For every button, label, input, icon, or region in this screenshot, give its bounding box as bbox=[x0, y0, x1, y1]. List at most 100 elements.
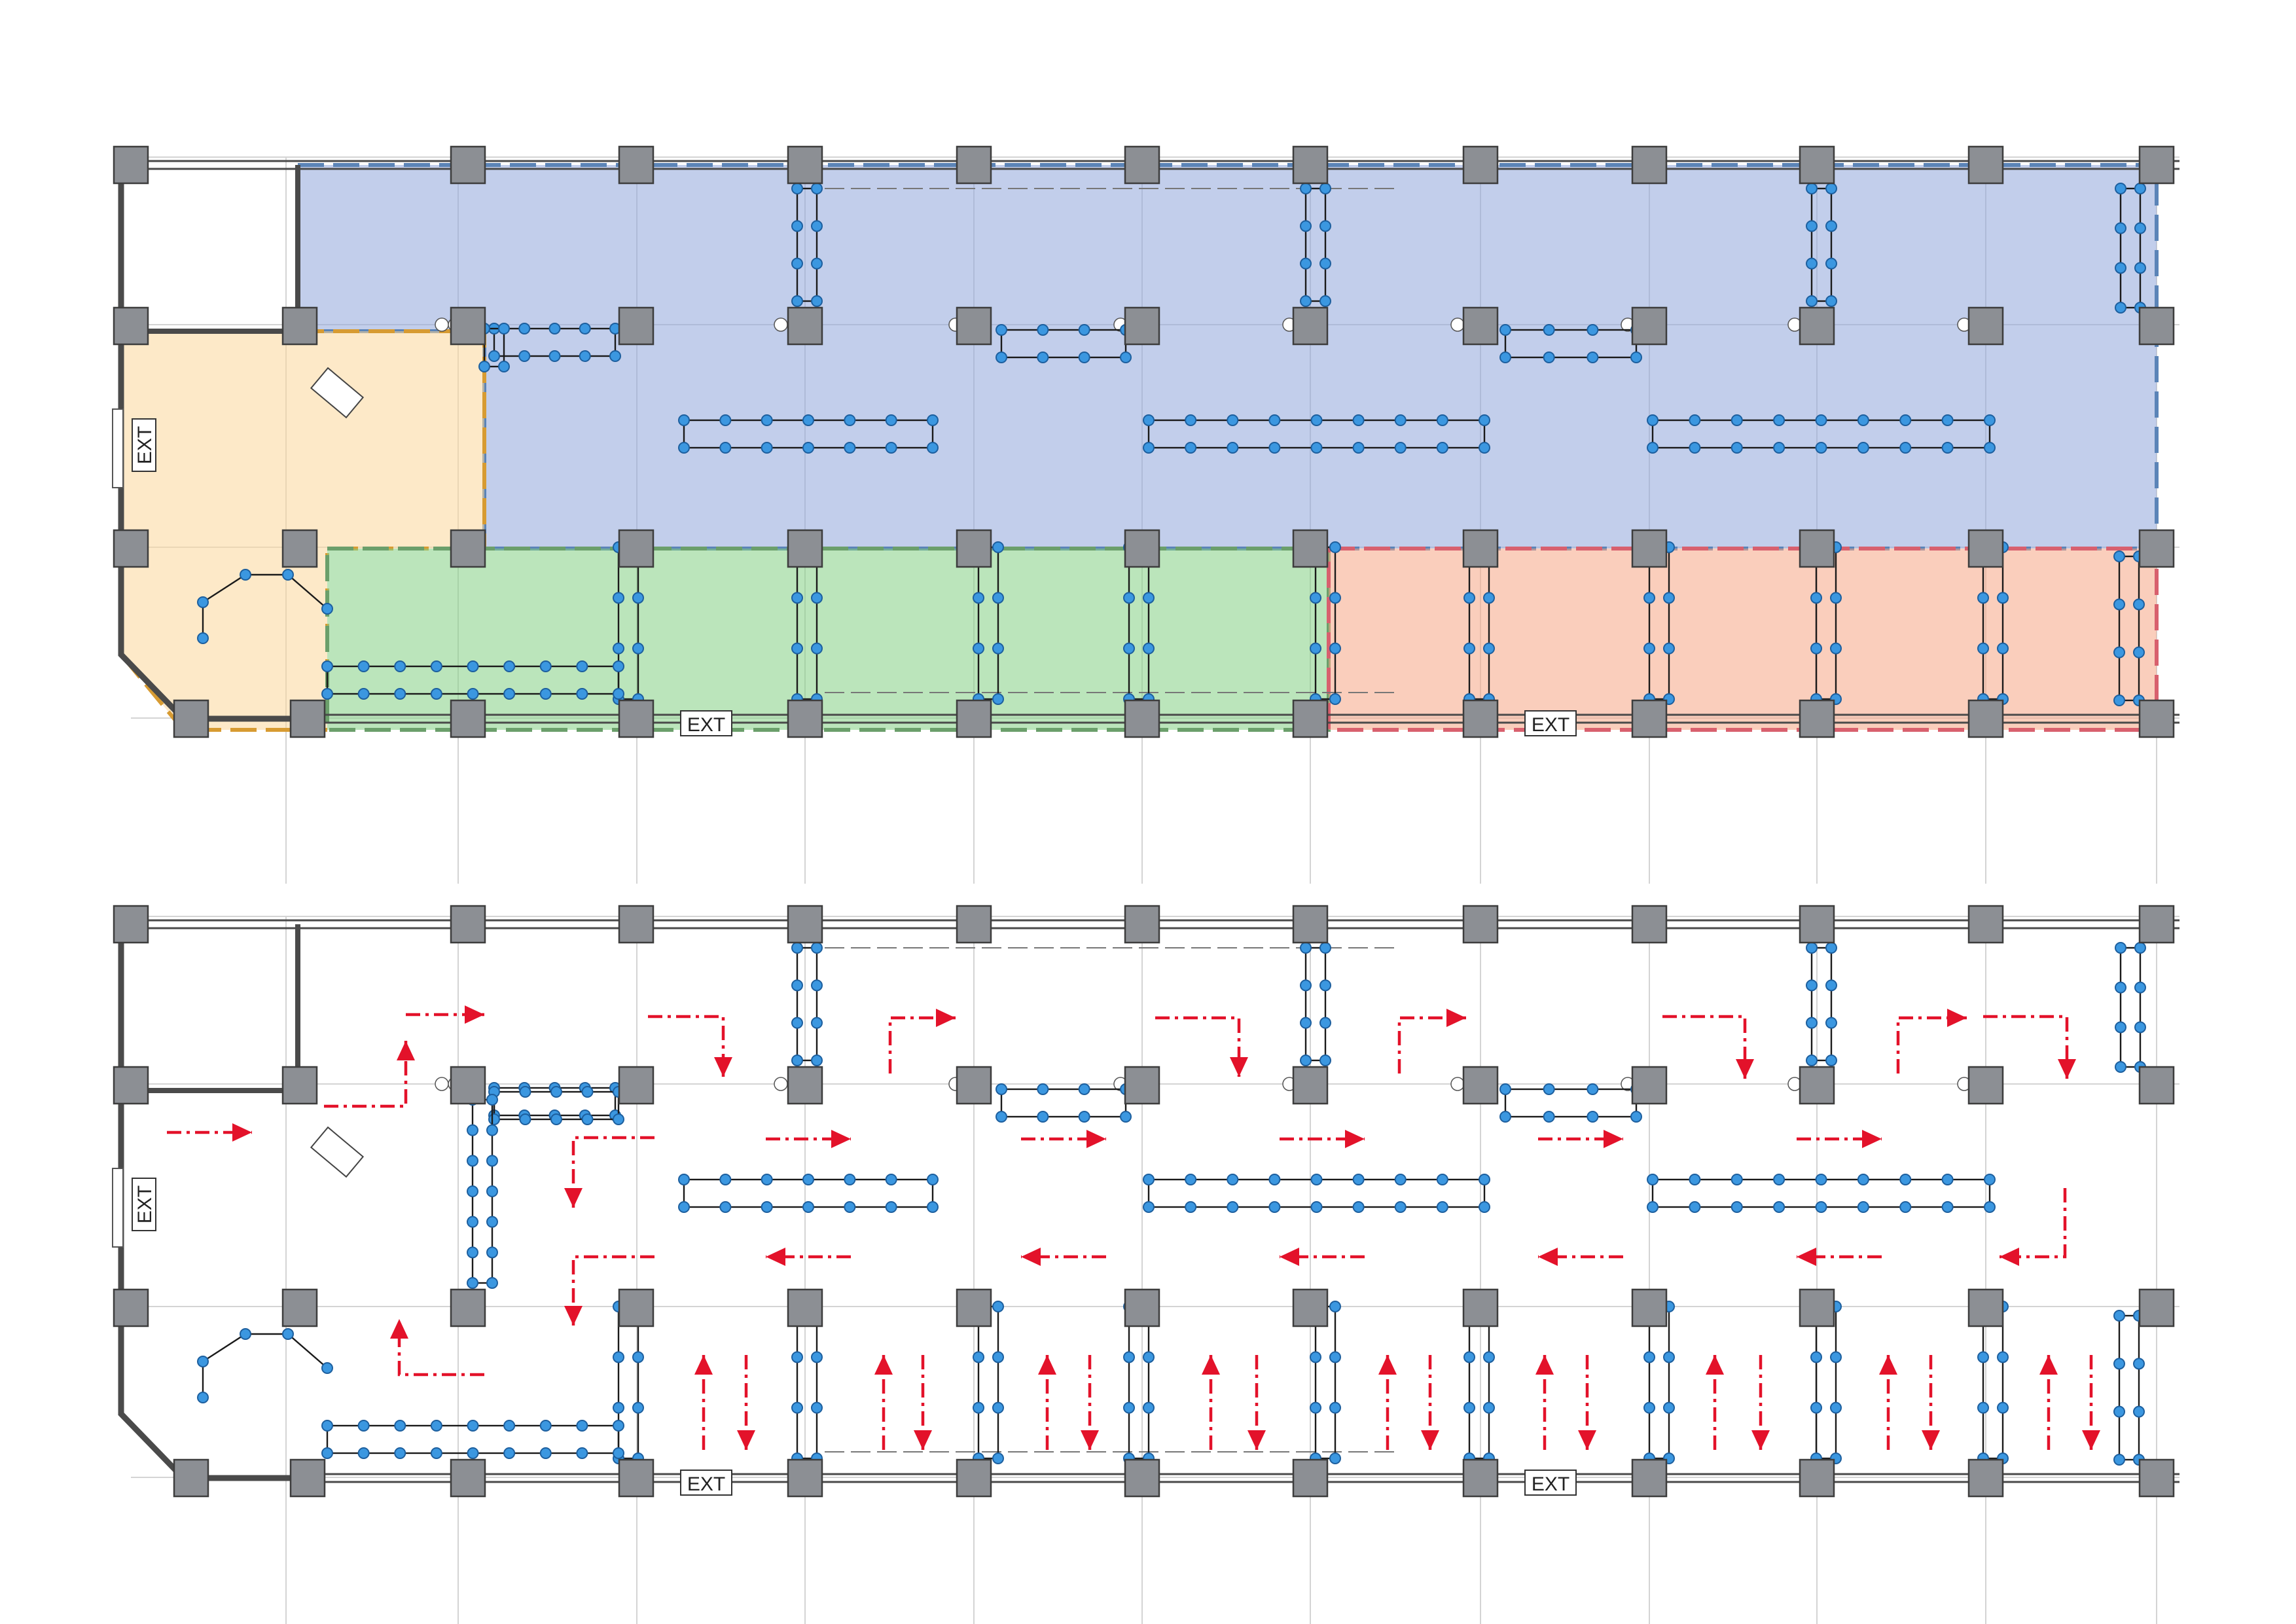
structural-column bbox=[618, 905, 655, 944]
structural-column bbox=[1967, 306, 2004, 346]
rack-node bbox=[1806, 220, 1818, 232]
rack-node bbox=[811, 942, 823, 954]
rack-node bbox=[1300, 295, 1312, 307]
rack-node bbox=[1773, 1201, 1785, 1213]
structural-column bbox=[1799, 699, 1835, 738]
equipment-tag bbox=[310, 367, 365, 419]
rack-node bbox=[503, 688, 516, 700]
rack-frame bbox=[1810, 187, 1833, 302]
structural-column bbox=[1799, 905, 1835, 944]
rack-node bbox=[1300, 220, 1312, 232]
flow-arrow-head bbox=[1038, 1355, 1056, 1375]
rack-node bbox=[197, 1356, 209, 1367]
rack-node bbox=[1857, 442, 1869, 454]
exit-sign bbox=[1524, 710, 1577, 736]
rack-node bbox=[719, 1201, 732, 1213]
rack-node bbox=[1806, 979, 1818, 992]
rack-frame bbox=[977, 1305, 999, 1460]
structural-column bbox=[1967, 529, 2004, 568]
structural-column bbox=[618, 1458, 655, 1498]
rack-node bbox=[478, 361, 490, 372]
structural-column bbox=[1799, 1066, 1835, 1105]
rack-node bbox=[467, 1155, 478, 1167]
rack-node bbox=[486, 1216, 498, 1228]
rack-node bbox=[1185, 1174, 1197, 1185]
rack-node bbox=[791, 592, 803, 604]
flow-arrow-head bbox=[737, 1430, 755, 1450]
rack-node bbox=[844, 414, 856, 426]
rack-node bbox=[1143, 642, 1155, 655]
rack-node bbox=[550, 1086, 562, 1098]
rack-node bbox=[1731, 442, 1743, 454]
rack-node bbox=[1227, 442, 1239, 454]
structural-column bbox=[289, 699, 326, 738]
rack-node bbox=[1543, 324, 1555, 336]
rack-node bbox=[791, 642, 803, 655]
structural-column bbox=[1124, 699, 1160, 738]
rack-node bbox=[1647, 1201, 1659, 1213]
structural-column bbox=[1631, 905, 1668, 944]
rack-node bbox=[1977, 642, 1989, 655]
structural-column bbox=[113, 306, 149, 346]
structural-column bbox=[1124, 1288, 1160, 1327]
structural-column bbox=[450, 905, 486, 944]
columns bbox=[113, 905, 2175, 1498]
structural-column bbox=[1124, 306, 1160, 346]
structural-column bbox=[2138, 1458, 2175, 1498]
structural-column bbox=[1124, 1066, 1160, 1105]
structural-column bbox=[956, 306, 992, 346]
rack-node bbox=[1587, 352, 1599, 363]
flow-arrow bbox=[2000, 1188, 2067, 1259]
rack-node bbox=[1463, 1351, 1475, 1363]
rack-node bbox=[1815, 414, 1827, 426]
rack-node bbox=[1977, 1401, 1989, 1414]
rack-node bbox=[1319, 1017, 1331, 1029]
rack-node bbox=[992, 1301, 1004, 1312]
rack-node bbox=[519, 1086, 531, 1098]
rack-node bbox=[321, 1420, 333, 1432]
rack-node bbox=[678, 1174, 690, 1185]
exit-sign bbox=[132, 418, 156, 472]
door-opening bbox=[112, 408, 124, 488]
structural-column bbox=[1799, 145, 1835, 185]
flow-arrow-head bbox=[1706, 1355, 1724, 1375]
structural-column bbox=[450, 699, 486, 738]
rack-node bbox=[548, 323, 561, 334]
flow-arrow-head bbox=[694, 1355, 713, 1375]
structural-column bbox=[618, 306, 655, 346]
structural-column bbox=[787, 1288, 823, 1327]
rack-node bbox=[791, 942, 803, 954]
rack-node bbox=[1037, 352, 1049, 363]
flow-arrow-head bbox=[1947, 1009, 1967, 1027]
rack-frame bbox=[1000, 1088, 1127, 1118]
structural-column bbox=[450, 1458, 486, 1498]
rack-node bbox=[503, 1420, 516, 1432]
rack-frame bbox=[2119, 947, 2142, 1068]
rack-node bbox=[1899, 442, 1912, 454]
rack-node bbox=[576, 660, 588, 672]
rack-node bbox=[1587, 324, 1599, 336]
grid-tag bbox=[1450, 317, 1465, 332]
rack-node bbox=[1543, 352, 1555, 363]
rack-node bbox=[1300, 257, 1312, 270]
rack-frame bbox=[1128, 1305, 1150, 1460]
rack-frame bbox=[1810, 947, 1833, 1062]
flow-arrow-head bbox=[1378, 1355, 1397, 1375]
rack-node bbox=[1078, 324, 1090, 336]
exit-label: EXT bbox=[687, 714, 725, 736]
structural-column bbox=[618, 145, 655, 185]
rack-node bbox=[609, 350, 621, 362]
rack-node bbox=[992, 592, 1004, 604]
rack-node bbox=[791, 1055, 803, 1066]
rack-node bbox=[761, 414, 773, 426]
rack-node bbox=[1479, 414, 1490, 426]
rack-node bbox=[579, 323, 591, 334]
rack-node bbox=[1436, 414, 1448, 426]
rack-node bbox=[1143, 1174, 1155, 1185]
rack-node bbox=[1078, 1111, 1090, 1123]
structural-column bbox=[1799, 1458, 1835, 1498]
rack-node bbox=[1394, 442, 1407, 454]
rack-node bbox=[1941, 414, 1954, 426]
rack-node bbox=[1997, 1401, 2009, 1414]
